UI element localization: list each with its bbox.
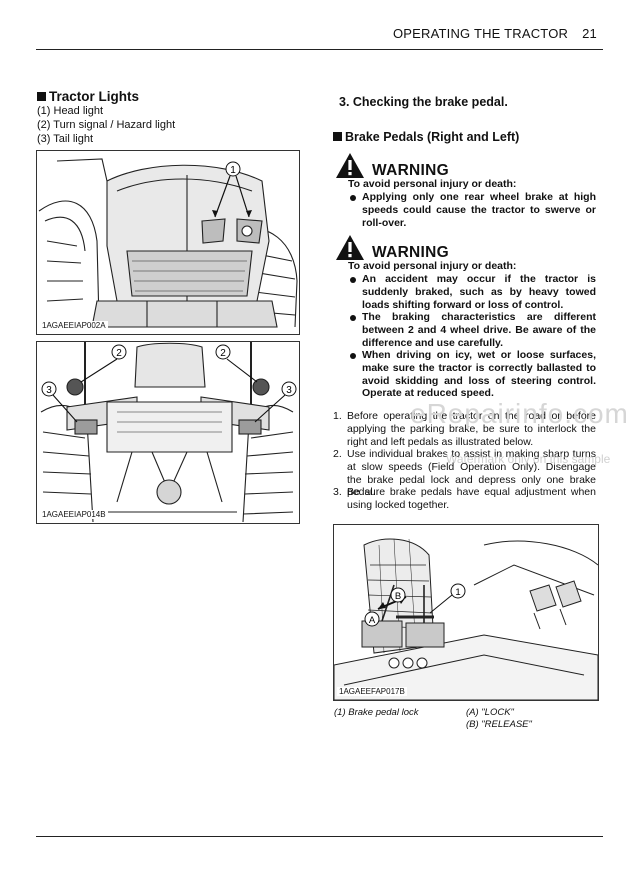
light-list-item: (2) Turn signal / Hazard light — [37, 119, 176, 131]
fig2-callout: 3 — [46, 385, 52, 396]
page-header: OPERATING THE TRACTOR 21 — [393, 26, 597, 41]
square-bullet-icon — [37, 92, 46, 101]
fig2-callout: 2 — [116, 348, 122, 359]
step-item: 1.Before operating the tractor on the ro… — [333, 410, 596, 448]
fig1-code: 1AGAEEIAP002A — [40, 321, 108, 330]
bullet-dot-icon — [350, 277, 356, 283]
step-item: 3.Be sure brake pedals have equal adjust… — [333, 486, 596, 511]
brake-pedal-figure: 1 B A 1AGAEEFAP017B — [333, 524, 599, 701]
warning-bullet: When driving on icy, wet or loose surfac… — [350, 349, 596, 400]
bullet-dot-icon — [350, 195, 356, 201]
warning-subtitle: To avoid personal injury or death: — [348, 178, 517, 190]
fig2-callout: 3 — [286, 385, 292, 396]
fig1-callout: 1 — [230, 165, 236, 176]
bullet-dot-icon — [350, 315, 356, 321]
page-number: 21 — [582, 26, 597, 41]
fig2-callout: 2 — [220, 348, 226, 359]
tractor-front-illustration: 1 — [38, 158, 298, 328]
fig3-code: 1AGAEEFAP017B — [337, 687, 407, 696]
warning-title: WARNING — [372, 244, 450, 261]
watermark-text: eRepairinfo.com — [410, 398, 629, 429]
light-list-item: (1) Head light — [37, 105, 104, 117]
square-bullet-icon — [333, 132, 342, 141]
tractor-rear-figure: 2 2 3 3 1AGAEEIAP014B — [36, 341, 300, 524]
footer-rule — [36, 836, 603, 837]
light-list-item: (3) Tail light — [37, 133, 94, 145]
header-rule — [36, 49, 603, 50]
bullet-dot-icon — [350, 353, 356, 359]
header-title: OPERATING THE TRACTOR — [392, 26, 569, 41]
warning-title: WARNING — [372, 162, 450, 179]
step-heading: 3. Checking the brake pedal. — [339, 95, 508, 109]
brake-pedals-heading: Brake Pedals (Right and Left) — [333, 130, 519, 144]
tractor-rear-illustration: 2 2 3 3 — [40, 342, 297, 523]
fig3-callout: 1 — [455, 587, 460, 598]
fig2-code: 1AGAEEIAP014B — [40, 510, 108, 519]
warning-subtitle: To avoid personal injury or death: — [348, 260, 517, 272]
fig3-callout: A — [369, 615, 376, 626]
tractor-lights-heading: Tractor Lights — [37, 89, 139, 104]
warning-icon — [335, 152, 365, 184]
warning-bullet: An accident may occur if the tractor is … — [350, 273, 596, 311]
warning-bullet: The braking characteristics are differen… — [350, 311, 596, 349]
fig3-caption-item: (1) Brake pedal lock — [334, 707, 419, 718]
watermark-subtext: Watermark only on this sample — [446, 452, 611, 466]
warning-icon — [335, 234, 365, 266]
tractor-front-figure: 1 1AGAEEIAP002A — [36, 150, 300, 335]
warning-bullet: Applying only one rear wheel brake at hi… — [350, 191, 596, 229]
fig3-caption-lock: (A) "LOCK" — [466, 707, 514, 718]
fig3-callout: B — [395, 591, 401, 602]
brake-pedal-illustration: 1 B A — [334, 538, 598, 700]
step-item: 2.Use individual brakes to assist in mak… — [333, 448, 596, 499]
fig3-caption-release: (B) "RELEASE" — [466, 719, 532, 730]
